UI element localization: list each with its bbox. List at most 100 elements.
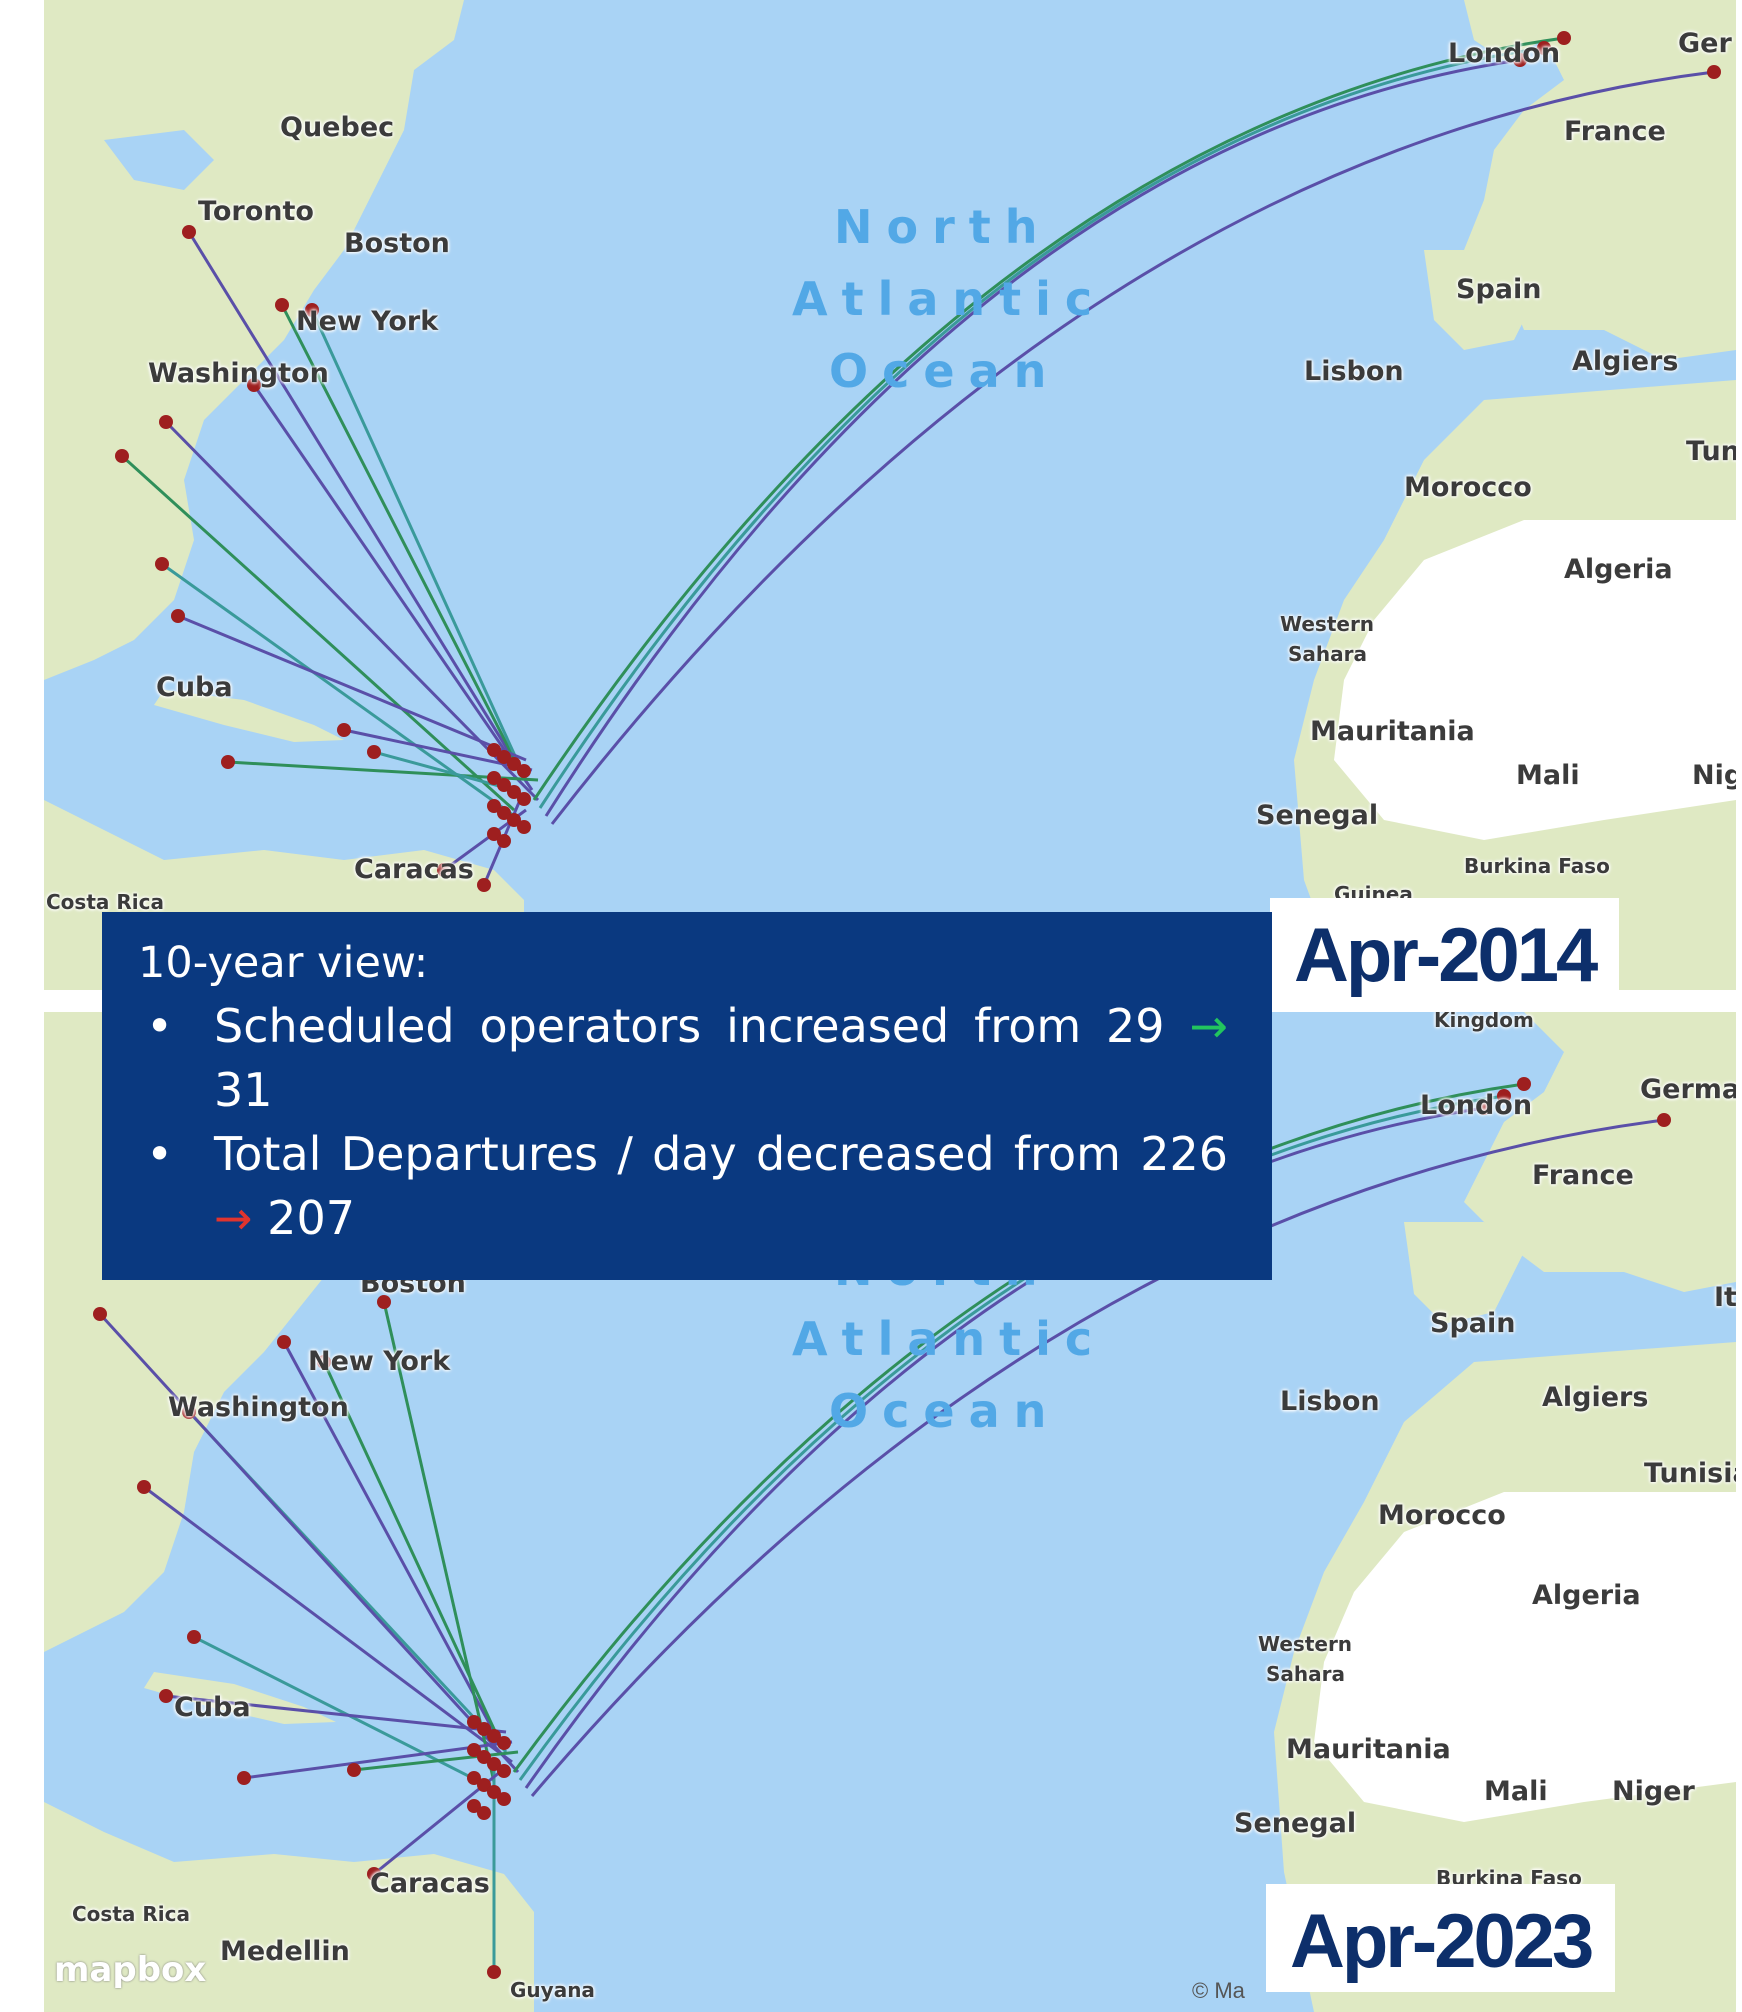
airport-marker[interactable] [1657, 1113, 1671, 1127]
place-label: France [1564, 116, 1666, 147]
airport-marker[interactable] [159, 415, 173, 429]
airport-marker[interactable] [1497, 1089, 1511, 1103]
airport-marker[interactable] [317, 1355, 331, 1369]
place-label: Nig [1692, 760, 1736, 791]
airport-marker[interactable] [367, 745, 381, 759]
airport-marker[interactable] [507, 757, 521, 771]
place-label: Cuba [156, 672, 233, 703]
airport-marker[interactable] [182, 1405, 196, 1419]
place-label: Costa Rica [46, 890, 164, 914]
airport-marker[interactable] [497, 778, 511, 792]
place-label: Boston [344, 228, 450, 259]
airport-marker[interactable] [247, 378, 261, 392]
airport-marker[interactable] [337, 723, 351, 737]
airport-marker[interactable] [467, 1799, 481, 1813]
place-label: London [1420, 1090, 1533, 1121]
airport-marker[interactable] [497, 1764, 511, 1778]
airport-marker[interactable] [1513, 53, 1527, 67]
airport-marker[interactable] [487, 799, 501, 813]
airport-marker[interactable] [497, 1736, 511, 1750]
airport-marker[interactable] [487, 1757, 501, 1771]
airport-marker[interactable] [487, 1965, 501, 1979]
airport-marker[interactable] [497, 1792, 511, 1806]
airport-marker[interactable] [507, 813, 521, 827]
transatlantic-route-line [524, 1106, 1485, 1789]
airport-marker[interactable] [497, 834, 511, 848]
map-canvas-2014 [44, 0, 1736, 990]
airport-marker[interactable] [477, 1806, 491, 1820]
summary-bullet-departures: Total Departures / day decreased from 22… [138, 1122, 1228, 1250]
year-label-2023: Apr-2023 [1266, 1884, 1616, 1992]
airport-marker[interactable] [517, 792, 531, 806]
ocean-label-atlantic: Atlantic [792, 272, 1107, 326]
ocean-label-atlantic: Atlantic [792, 1312, 1107, 1366]
place-label: New York [296, 306, 439, 337]
airport-marker[interactable] [477, 1750, 491, 1764]
airport-marker[interactable] [171, 609, 185, 623]
ten-year-summary-box: 10-year view: Scheduled operators increa… [102, 912, 1272, 1280]
airport-marker[interactable] [487, 771, 501, 785]
map-panel-2014[interactable]: North Atlantic Ocean Quebec Toronto Bost… [44, 0, 1736, 990]
airport-marker[interactable] [497, 806, 511, 820]
airport-marker[interactable] [187, 1630, 201, 1644]
airport-marker[interactable] [507, 785, 521, 799]
airport-marker[interactable] [487, 1785, 501, 1799]
map-attribution[interactable]: © Ma [1192, 1978, 1245, 2003]
route-line [282, 1341, 496, 1733]
place-label: Western [1280, 612, 1375, 636]
airport-marker[interactable] [155, 557, 169, 571]
airport-marker[interactable] [1517, 1077, 1531, 1091]
mapbox-logo[interactable]: mapbox [54, 1950, 207, 1990]
airport-marker[interactable] [1537, 41, 1551, 55]
airport-marker[interactable] [467, 1715, 481, 1729]
airport-marker[interactable] [517, 820, 531, 834]
route-line [164, 420, 540, 802]
land-cuba [144, 1672, 336, 1724]
airport-marker[interactable] [1557, 31, 1571, 45]
route-line [280, 304, 522, 771]
airport-marker[interactable] [1477, 1101, 1491, 1115]
place-label: Tun [1686, 436, 1736, 467]
airport-marker[interactable] [1707, 65, 1721, 79]
airport-marker[interactable] [517, 764, 531, 778]
airport-marker[interactable] [477, 878, 491, 892]
place-label: Mauritania [1286, 1734, 1451, 1765]
airport-marker[interactable] [467, 1743, 481, 1757]
place-label: Mali [1516, 760, 1580, 791]
airport-dots-2014 [115, 31, 1721, 892]
increase-arrow-icon: → [1189, 999, 1228, 1053]
place-label: Senegal [1234, 1808, 1357, 1839]
place-label: Burkina Faso [1464, 854, 1610, 878]
airport-marker[interactable] [221, 755, 235, 769]
land-sahara [1334, 520, 1736, 840]
airport-marker[interactable] [377, 1295, 391, 1309]
airport-marker[interactable] [467, 1771, 481, 1785]
airport-marker[interactable] [115, 449, 129, 463]
airport-marker[interactable] [137, 1480, 151, 1494]
place-label: Caracas [354, 854, 474, 885]
airport-marker[interactable] [277, 1335, 291, 1349]
airport-marker[interactable] [237, 1771, 251, 1785]
airport-marker[interactable] [477, 1778, 491, 1792]
airport-marker[interactable] [305, 303, 319, 317]
transatlantic-route-line [530, 1118, 1665, 1797]
route-line [161, 562, 521, 822]
place-label: Spain [1430, 1308, 1516, 1339]
place-label: Algeria [1564, 554, 1673, 585]
airport-marker[interactable] [275, 298, 289, 312]
airport-marker[interactable] [437, 863, 451, 877]
airport-marker[interactable] [182, 225, 196, 239]
airport-marker[interactable] [497, 750, 511, 764]
airport-marker[interactable] [159, 1689, 173, 1703]
place-label: Niger [1612, 1776, 1695, 1807]
route-line [177, 614, 527, 762]
airport-marker[interactable] [347, 1763, 361, 1777]
airport-marker[interactable] [487, 827, 501, 841]
place-label: Sahara [1288, 642, 1367, 666]
airport-marker[interactable] [93, 1307, 107, 1321]
airport-marker[interactable] [367, 1867, 381, 1881]
land-cuba [154, 690, 344, 742]
airport-marker[interactable] [487, 1729, 501, 1743]
airport-marker[interactable] [487, 743, 501, 757]
airport-marker[interactable] [477, 1722, 491, 1736]
